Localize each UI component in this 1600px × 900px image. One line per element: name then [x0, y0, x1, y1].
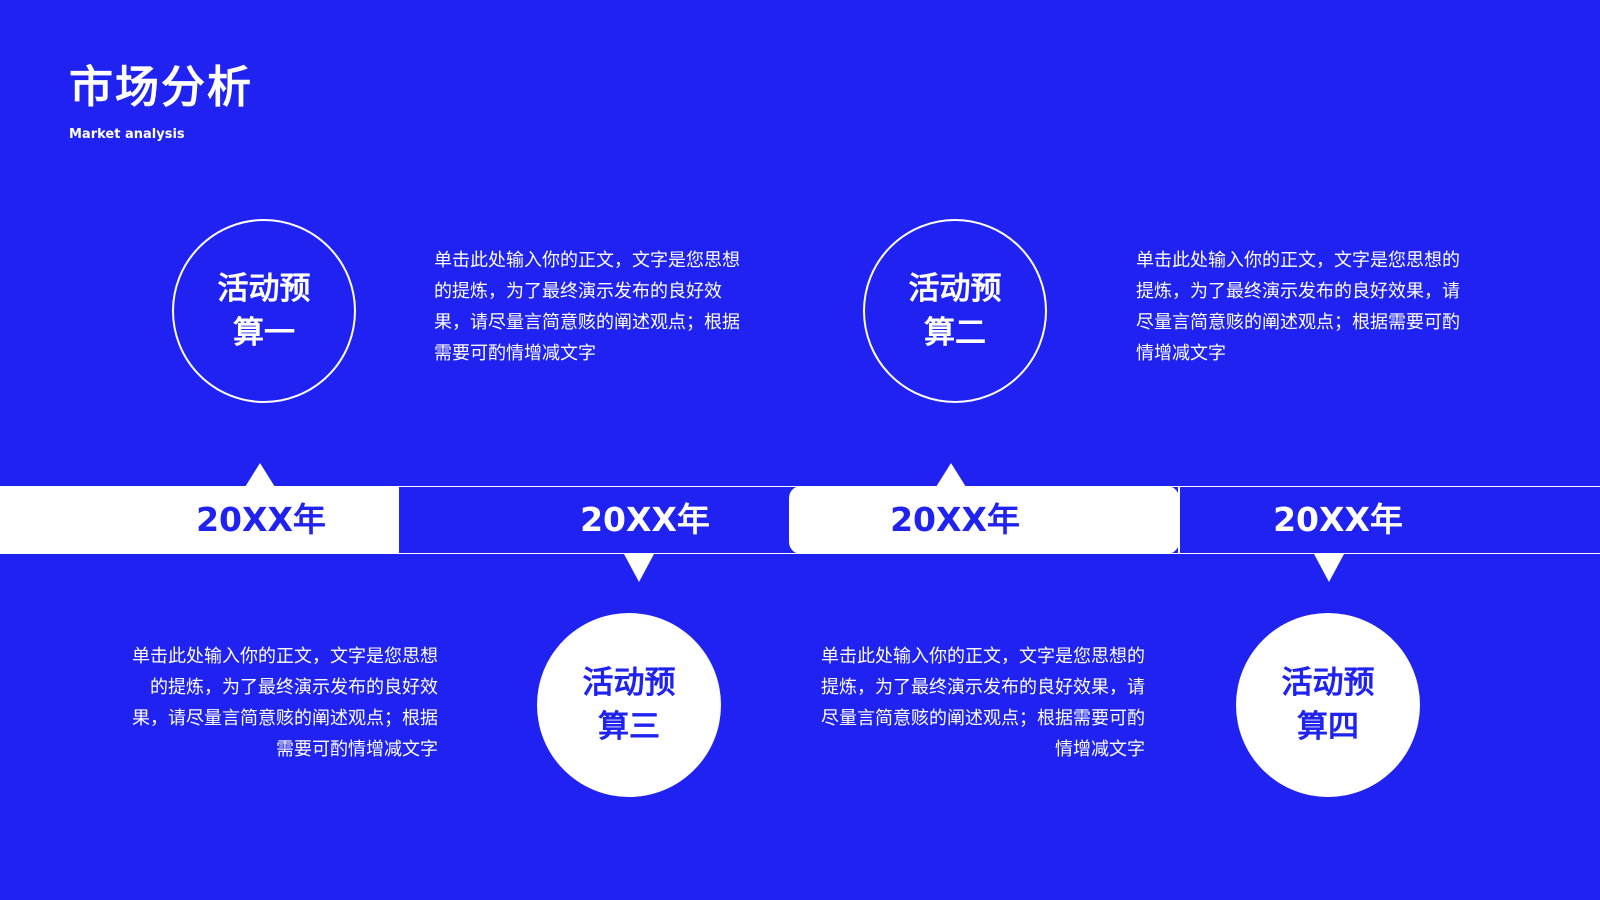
timeline-segment-1	[0, 486, 397, 554]
budget-description-4: 单击此处输入你的正文，文字是您思想的提炼，为了最终演示发布的良好效果，请尽量言简…	[821, 646, 1145, 760]
page-title: 市场分析	[69, 62, 253, 113]
budget-circle-3: 活动预算三	[537, 613, 721, 797]
budget-label-3: 活动预算三	[582, 665, 676, 745]
pointer-down-3	[624, 554, 654, 582]
budget-label-1: 活动预算一	[217, 271, 311, 351]
timeline-segment-3	[789, 486, 1179, 554]
budget-description-3: 单击此处输入你的正文，文字是您思想的提炼，为了最终演示发布的良好效果，请尽量言简…	[132, 646, 438, 760]
timeline-divider	[1178, 486, 1180, 554]
timeline-year-3: 20XX年	[890, 500, 1020, 539]
budget-circle-1: 活动预算一	[172, 219, 356, 403]
budget-circle-2: 活动预算二	[863, 219, 1047, 403]
timeline-year-2: 20XX年	[580, 500, 710, 539]
timeline-divider	[397, 486, 399, 554]
timeline-year-4: 20XX年	[1273, 500, 1403, 539]
timeline-year-1: 20XX年	[196, 500, 326, 539]
pointer-up-1	[245, 463, 275, 487]
page-subtitle: Market analysis	[69, 127, 185, 142]
budget-description-2: 单击此处输入你的正文，文字是您思想的提炼，为了最终演示发布的良好效果，请尽量言简…	[1136, 250, 1460, 364]
budget-description-1: 单击此处输入你的正文，文字是您思想的提炼，为了最终演示发布的良好效果，请尽量言简…	[434, 250, 740, 364]
budget-circle-4: 活动预算四	[1236, 613, 1420, 797]
budget-label-4: 活动预算四	[1281, 665, 1375, 745]
pointer-down-4	[1314, 554, 1344, 582]
budget-label-2: 活动预算二	[908, 271, 1002, 351]
pointer-up-2	[936, 463, 966, 487]
